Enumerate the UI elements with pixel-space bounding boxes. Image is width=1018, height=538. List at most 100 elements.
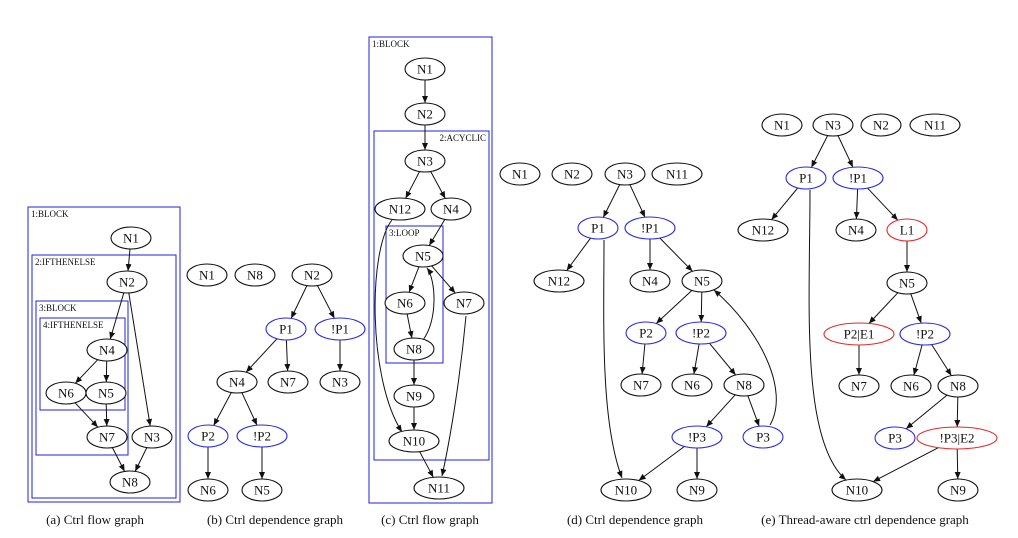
node-n8: N8	[393, 337, 435, 361]
edge-arrow	[109, 292, 125, 340]
node-ellipse	[236, 424, 288, 448]
node-ellipse	[430, 197, 472, 221]
node-p2e1: P2|E1	[823, 322, 895, 346]
cluster-label: 1:BLOCK	[372, 39, 410, 49]
node-ellipse	[723, 373, 765, 397]
cluster-label: 2:IFTHENELSE	[35, 257, 96, 267]
cluster-label: 3:LOOP	[389, 228, 420, 238]
edge-arrow	[868, 292, 899, 324]
node-ellipse	[402, 244, 444, 268]
node-label: N6	[397, 296, 413, 311]
edge-arrow	[128, 292, 153, 427]
node-label: !P3	[688, 430, 706, 445]
node-n4: N4	[216, 370, 258, 394]
node-n4: N4	[835, 218, 877, 242]
edge-arrow	[213, 392, 232, 426]
node-n2: N2	[404, 102, 446, 126]
node-label: N10	[846, 483, 868, 498]
node-n5: N5	[85, 381, 127, 405]
node-ellipse	[234, 263, 276, 287]
node-ellipse	[651, 162, 703, 186]
node-ellipse	[761, 113, 803, 137]
node-label: N2	[564, 167, 580, 182]
caption-e: (e) Thread-aware ctrl dependence graph	[761, 512, 969, 527]
node-label: !P1	[641, 221, 659, 236]
edge-arrow	[74, 359, 99, 384]
node-p3: P3	[742, 425, 784, 449]
edge-arrow	[692, 343, 700, 375]
node-ellipse	[916, 426, 998, 450]
node-ellipse	[624, 216, 676, 240]
node-n5: N5	[241, 478, 283, 502]
node-label: N4	[99, 343, 115, 358]
node-ellipse	[909, 113, 961, 137]
node-ellipse	[625, 321, 667, 345]
edge-arrow	[284, 339, 291, 372]
node-n8: N8	[937, 374, 979, 398]
edge-arrow	[709, 342, 737, 376]
node-ellipse	[265, 317, 307, 341]
cluster-border	[27, 206, 181, 503]
node-label: !P2	[916, 327, 934, 342]
node-label: N9	[689, 483, 705, 498]
edge-arrow	[655, 290, 693, 324]
edge-arrow	[931, 344, 952, 376]
caption-a: (a) Ctrl flow graph	[46, 512, 144, 527]
edge-arrow	[747, 395, 760, 427]
node-ellipse	[832, 166, 884, 190]
node-p1: !P1	[624, 216, 676, 240]
node-label: N5	[694, 274, 710, 289]
node-label: N4	[443, 202, 459, 217]
node-label: P3	[756, 430, 770, 445]
node-n6: N6	[187, 478, 229, 502]
node-n8: N8	[234, 263, 276, 287]
edge-arrow	[125, 248, 132, 272]
caption-b: (b) Ctrl dependence graph	[207, 512, 344, 527]
node-ellipse	[737, 218, 789, 242]
node-label: P1	[591, 221, 605, 236]
node-label: N11	[666, 167, 688, 182]
node-label: N8	[950, 379, 966, 394]
node-n10: N10	[388, 429, 440, 453]
node-n12: N12	[533, 269, 585, 293]
node-label: P1	[799, 171, 813, 186]
node-ellipse	[109, 470, 151, 494]
node-label: N1	[417, 62, 433, 77]
node-label: N6	[903, 379, 919, 394]
node-ellipse	[314, 317, 366, 341]
node-n8: N8	[723, 373, 765, 397]
edge-arrow	[317, 285, 335, 319]
cluster-label: 4:IFTHENELSE	[43, 320, 104, 330]
node-n3: N3	[404, 149, 446, 173]
edge-arrow	[374, 219, 403, 433]
node-n12: N12	[737, 218, 789, 242]
node-n7: N7	[267, 370, 309, 394]
node-ellipse	[785, 166, 827, 190]
node-n11: N11	[909, 113, 961, 137]
node-ellipse	[604, 162, 646, 186]
node-ellipse	[620, 373, 662, 397]
cluster-border	[35, 300, 129, 456]
edge-arrow	[705, 394, 736, 428]
node-n7: N7	[838, 374, 880, 398]
node-n8: N8	[109, 470, 151, 494]
node-ellipse	[267, 370, 309, 394]
node-ellipse	[319, 370, 361, 394]
node-label: N8	[736, 378, 752, 393]
node-n5: N5	[402, 244, 444, 268]
node-label: N2	[304, 268, 320, 283]
node-ellipse	[860, 113, 902, 137]
node-ellipse	[404, 102, 446, 126]
edge-arrow	[74, 402, 99, 428]
node-label: N8	[406, 342, 422, 357]
node-label: N5	[98, 386, 114, 401]
node-n12: N12	[374, 197, 426, 221]
node-label: N8	[247, 268, 263, 283]
edge-arrow	[111, 447, 126, 472]
node-n6: N6	[671, 373, 713, 397]
node-label: N10	[615, 483, 637, 498]
node-ellipse	[106, 270, 148, 294]
node-ellipse	[676, 478, 718, 502]
